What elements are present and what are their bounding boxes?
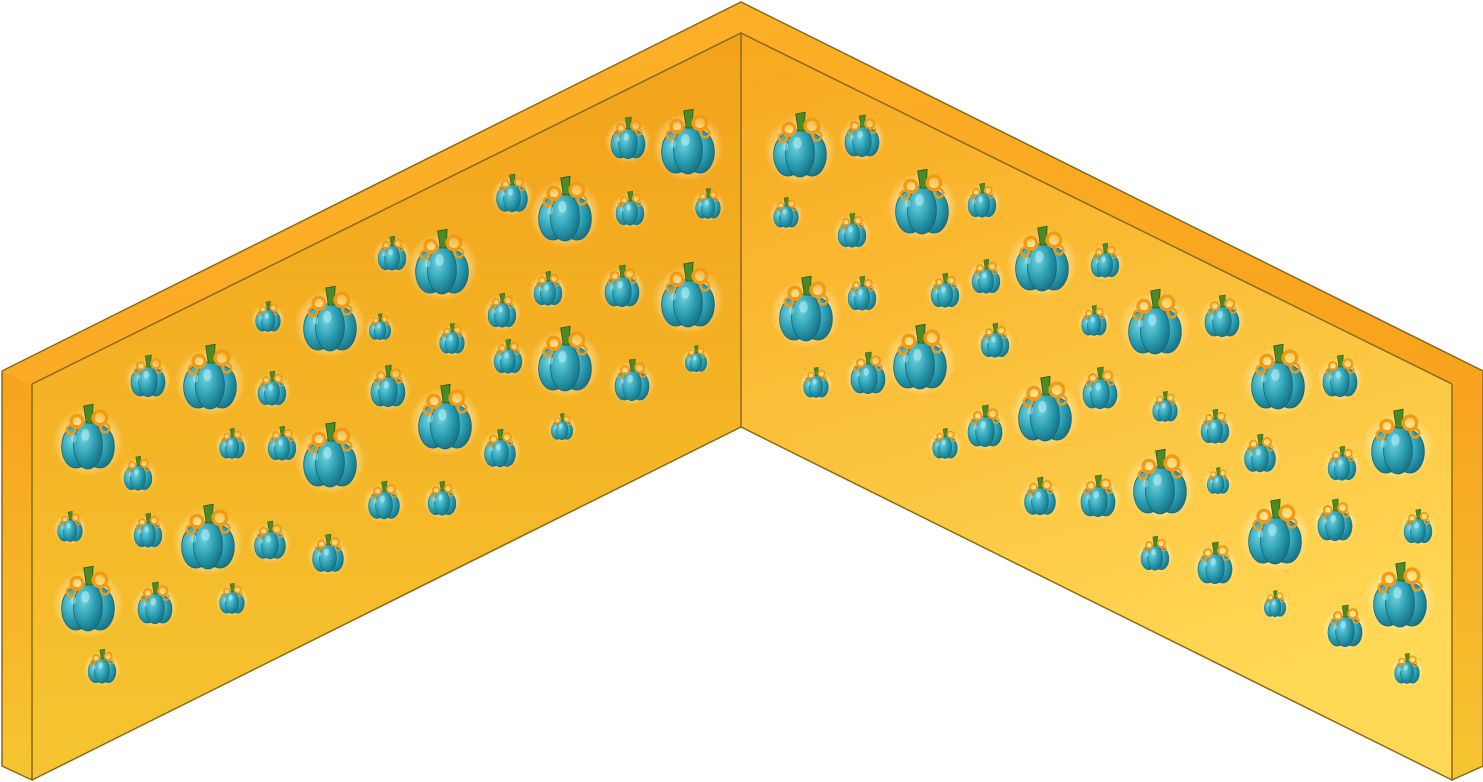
wall-right-end-cap <box>1452 371 1483 780</box>
wall-left-end-cap <box>2 371 32 780</box>
